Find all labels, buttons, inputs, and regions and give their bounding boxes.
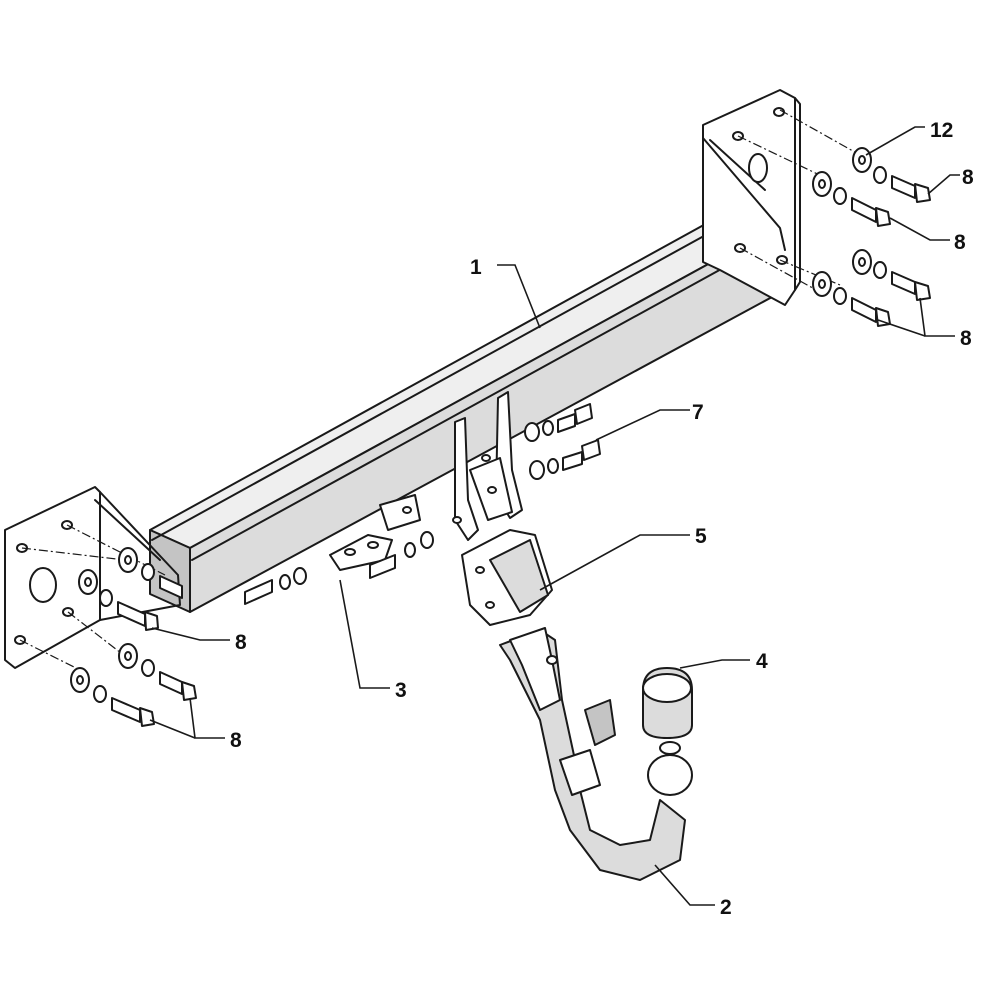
right-fastener-set: [812, 147, 931, 327]
callout-labels: 1 2 3 4 5 7 8 8 8 8 8 12: [230, 119, 974, 919]
socket-mount-plates: [452, 391, 523, 541]
electrical-socket: [461, 529, 553, 626]
center-fastener-set: [369, 403, 601, 579]
left-fastener-set: [70, 547, 307, 727]
callout-12: 12: [930, 119, 953, 142]
callout-8-right-top: 8: [962, 166, 974, 189]
callout-8-right-bottom: 8: [960, 327, 972, 350]
callout-4: 4: [756, 650, 768, 673]
callout-3: 3: [395, 679, 407, 702]
callout-2: 2: [720, 896, 732, 919]
callout-leaders: [149, 126, 960, 906]
left-mounting-bracket: [4, 486, 181, 669]
tow-ball-neck: [499, 627, 693, 881]
ball-cap: [642, 667, 693, 739]
callout-1: 1: [470, 256, 482, 279]
callout-8-right-middle: 8: [954, 231, 966, 254]
right-mounting-bracket: [702, 89, 801, 306]
callout-7: 7: [692, 401, 704, 424]
cross-beam: [149, 204, 786, 613]
callout-5: 5: [695, 525, 707, 548]
callout-8-left-top: 8: [235, 631, 247, 654]
callout-8-left-bottom: 8: [230, 729, 242, 752]
socket-holder-bracket: [329, 494, 421, 571]
